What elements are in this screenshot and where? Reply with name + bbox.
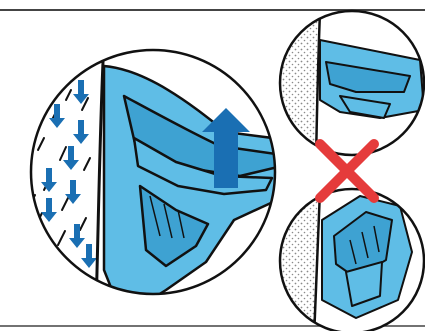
top-circle-outline [278,9,425,157]
incorrect-installation-panel-top [278,9,425,157]
wall-texture [31,50,102,294]
up-arrow [202,108,250,188]
incorrect-installation-panel-bottom [278,187,425,331]
water-flow-arrows [41,80,97,268]
main-circle-outline [29,48,277,296]
bottom-circle-outline [278,187,425,331]
correct-installation-panel [29,48,277,296]
cross-mark [315,139,379,203]
